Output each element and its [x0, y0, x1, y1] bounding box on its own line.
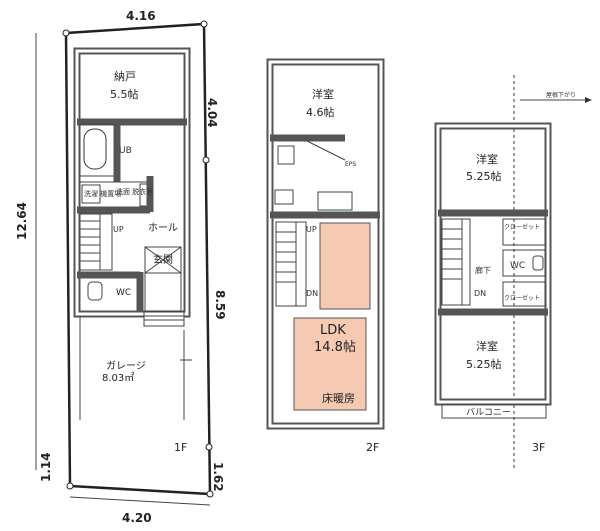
washer-label: 洗濯 機置場: [84, 189, 121, 198]
dim-right-top: 4.04: [205, 98, 219, 128]
floor3-bottom-room-label: 洋室: [476, 339, 498, 353]
floor1-wc-label: WC: [116, 288, 131, 298]
floor-heating-label: 床暖房: [322, 391, 355, 405]
floor2-room-size: 4.6帖: [306, 106, 335, 119]
floor2-dn-label: DN: [306, 289, 318, 298]
roof-note: 屋根下がり: [546, 91, 576, 99]
floor3-label: 3F: [532, 441, 545, 454]
dim-bottom-left: 1.14: [39, 452, 53, 482]
floor2-room-label: 洋室: [312, 87, 334, 101]
eps-label: EPS: [345, 161, 356, 168]
floor3-dn-label: DN: [474, 289, 486, 298]
floor-heating-upper: [319, 222, 371, 310]
floor3-bottom-room-size: 5.25帖: [466, 358, 502, 371]
ub-label: UB: [119, 146, 132, 156]
entrance-label: 玄関: [153, 253, 173, 266]
floor2-up-label: UP: [306, 225, 317, 234]
garage-size: 8.03㎡: [102, 372, 134, 384]
site-boundary: [35, 20, 214, 506]
floor3-plan: [434, 75, 592, 470]
floor1-up-label: UP: [113, 225, 124, 234]
floor2-plan: [266, 58, 385, 430]
hall-label: ホール: [148, 222, 178, 234]
balcony-label: バルコニー: [466, 407, 511, 418]
ldk-label: LDK: [320, 323, 346, 338]
dim-right-mid: 8.59: [213, 290, 227, 320]
floor-heating-lower: [293, 317, 367, 411]
dim-top-width: 4.16: [126, 9, 156, 23]
closet2-label: クローゼット: [504, 294, 540, 302]
floor3-top-room-size: 5.25帖: [466, 170, 502, 183]
garage-label: ガレージ: [106, 360, 146, 372]
dressing-label: 洗面 脱衣室: [116, 187, 153, 196]
dim-bottom-right: 1.62: [211, 462, 225, 492]
floor1-label: 1F: [174, 441, 187, 454]
corridor-label: 廊下: [475, 265, 491, 275]
dim-bottom-width: 4.20: [122, 511, 152, 525]
closet1-label: クローゼット: [504, 223, 540, 231]
floor3-top-room-label: 洋室: [476, 152, 498, 166]
dim-left-height: 12.64: [15, 202, 29, 240]
floor1-plan: [73, 47, 192, 420]
nando-label: 納戸: [114, 70, 136, 83]
floor3-wc-label: WC: [510, 261, 525, 271]
floor2-label: 2F: [366, 441, 379, 454]
nando-size: 5.5帖: [110, 88, 139, 101]
ldk-size: 14.8帖: [314, 340, 356, 355]
